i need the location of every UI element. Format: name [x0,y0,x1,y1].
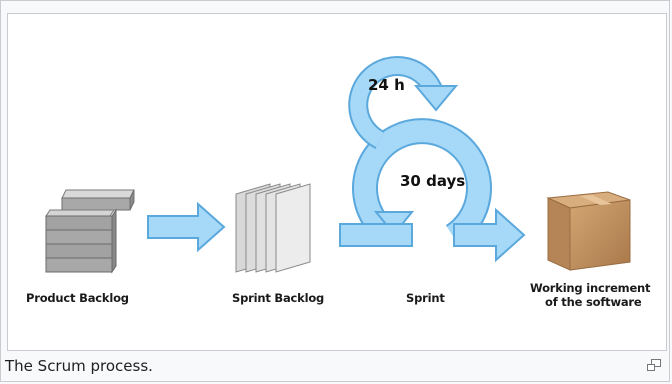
enlarge-icon[interactable] [647,359,661,371]
sprint-backlog-icon [235,183,311,273]
label-working-increment-line1: Working increment [530,281,651,295]
sprint-cycle-label: 30 days [400,172,465,190]
label-product-backlog: Product Backlog [26,291,129,305]
scrum-diagram[interactable]: 24 h 30 days Product Backlog Sprint Back… [7,13,667,351]
product-backlog-icon [45,189,135,274]
label-sprint-backlog: Sprint Backlog [232,291,324,305]
flow-arrow-1 [147,201,226,253]
label-sprint: Sprint [406,291,445,305]
label-working-increment-line2: of the software [545,295,642,309]
sprint-cycle-icon [339,56,526,263]
product-box-icon [546,191,631,271]
image-caption: The Scrum process. [5,357,153,375]
daily-cycle-label: 24 h [368,76,405,94]
